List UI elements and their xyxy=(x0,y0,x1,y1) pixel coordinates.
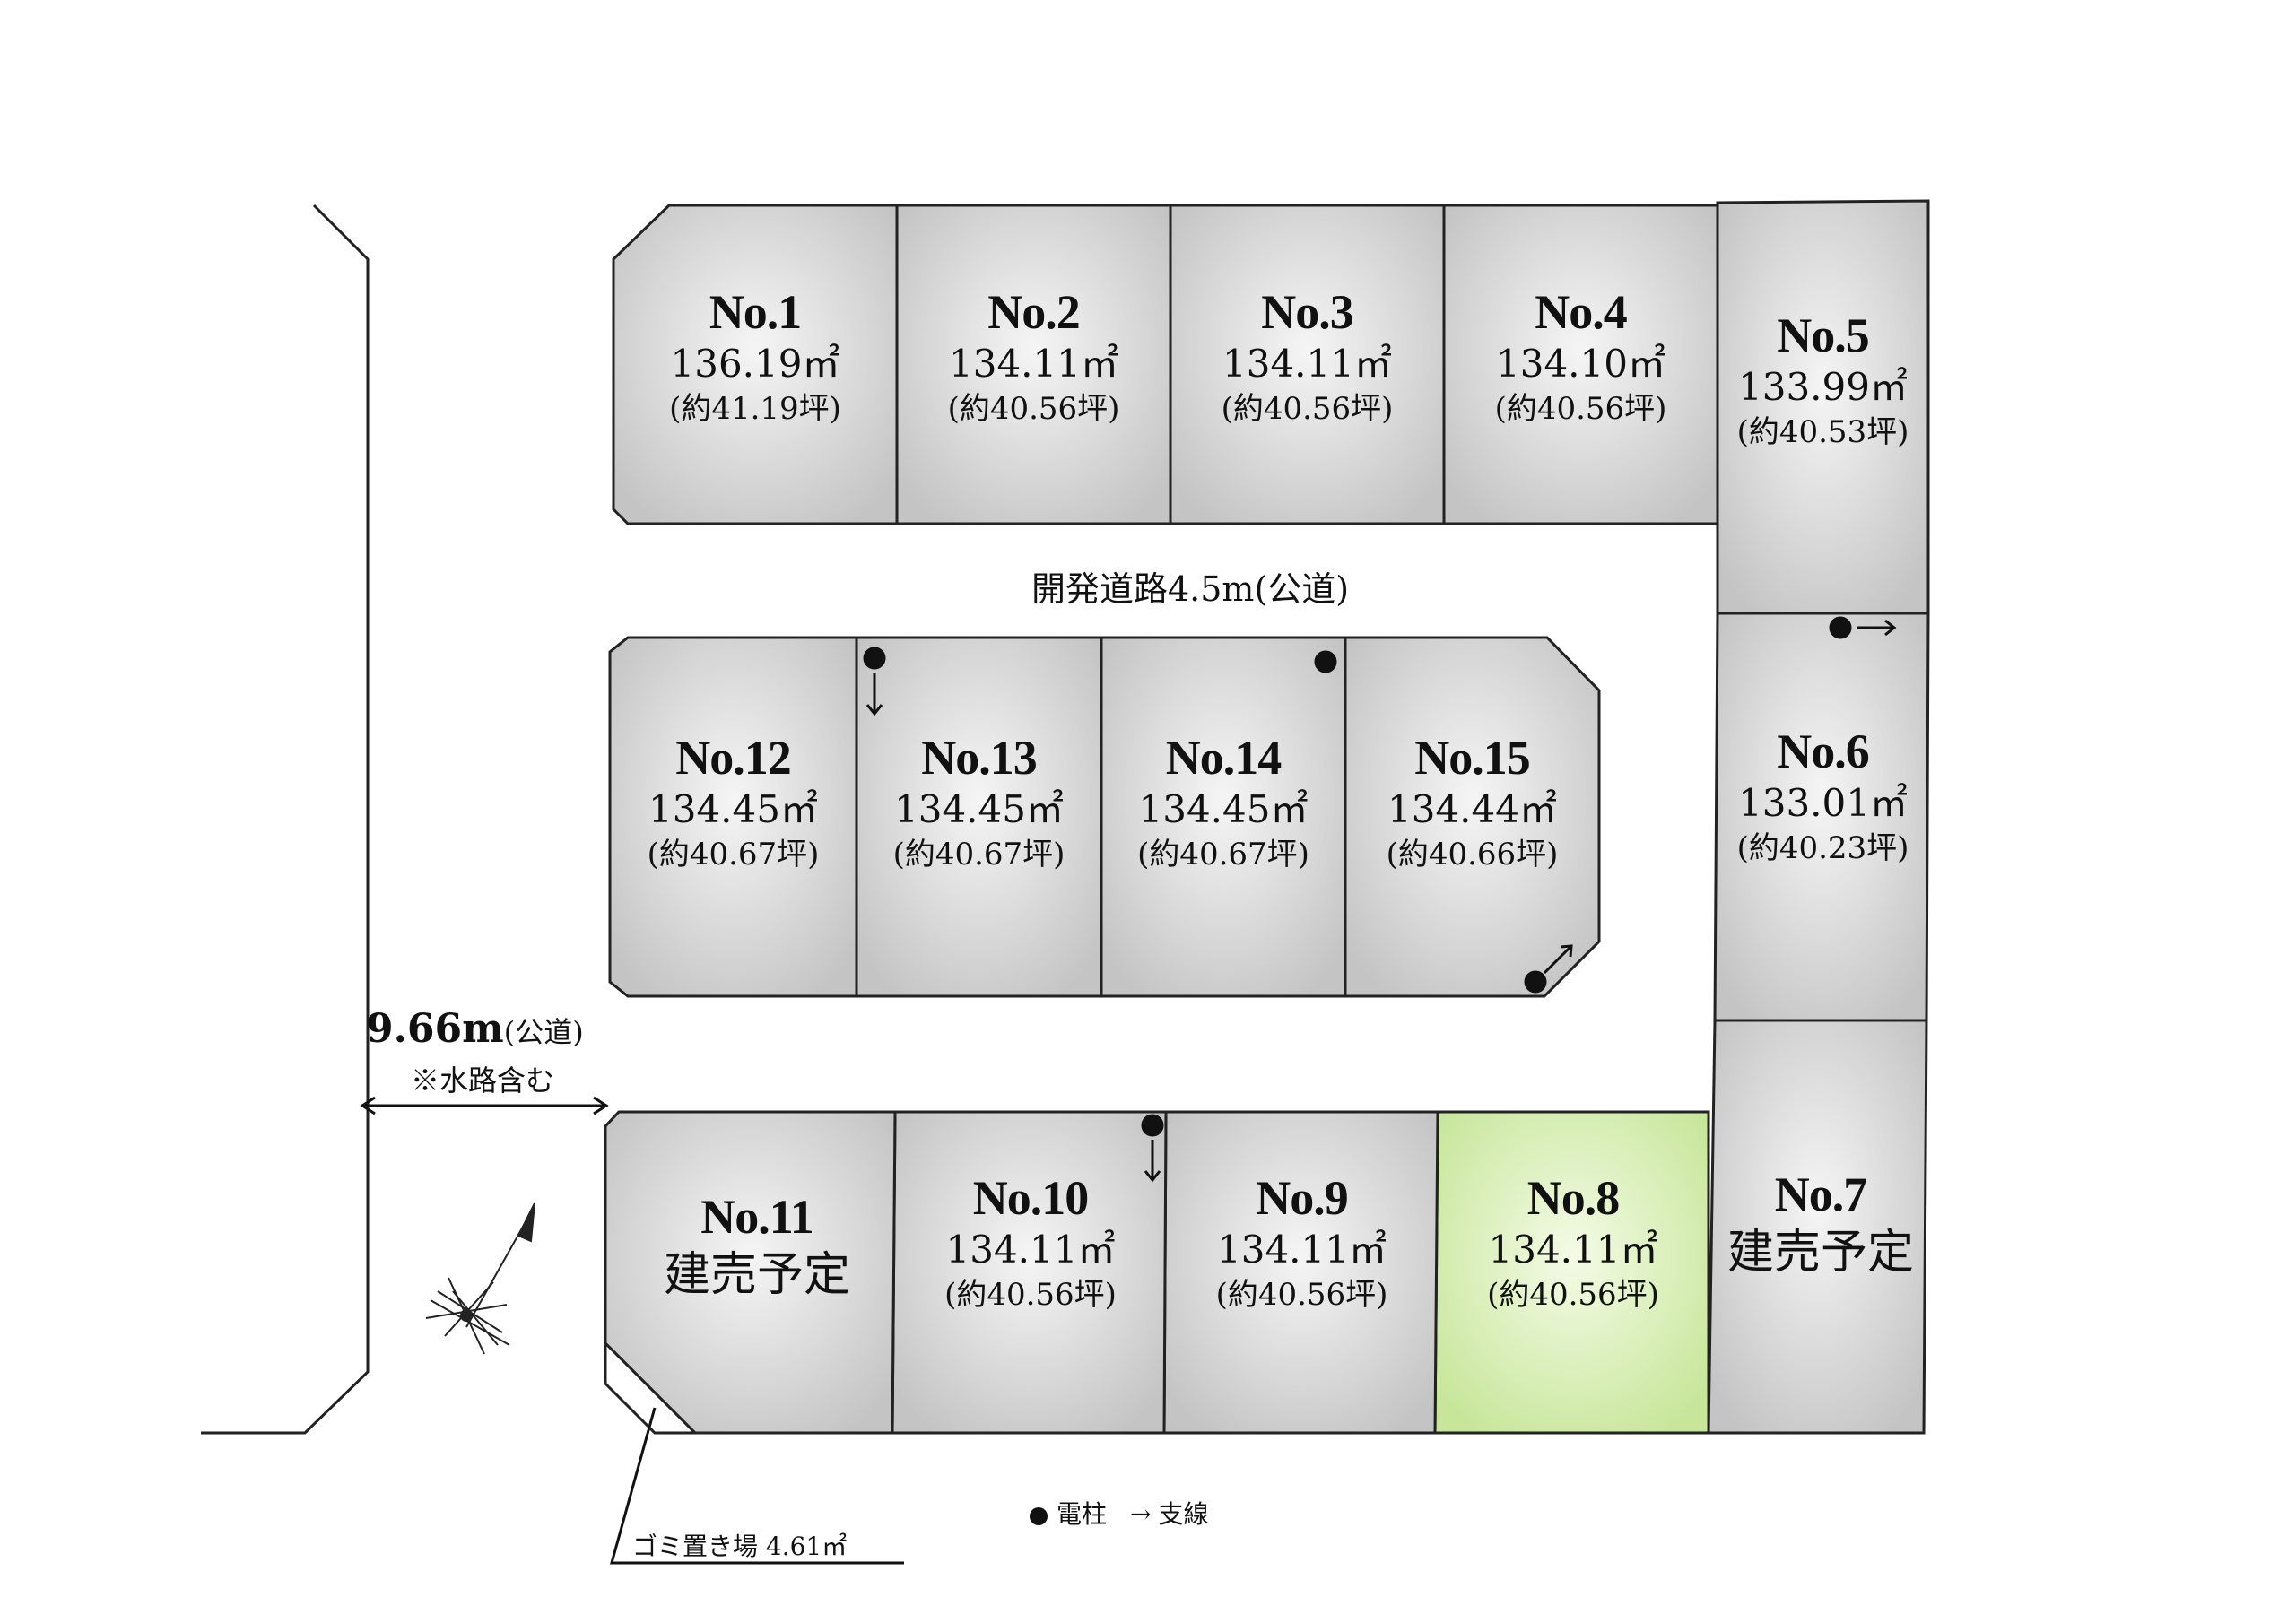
lot-number: No.3 xyxy=(1261,285,1354,339)
lot-status: 建売予定 xyxy=(1726,1226,1914,1280)
pole-lot-6 xyxy=(1829,616,1852,639)
lot-area: 134.44㎡ xyxy=(1387,787,1557,831)
lot-number: No.10 xyxy=(972,1171,1090,1225)
legend: 電柱 →支線 xyxy=(1030,1495,1209,1531)
lot-1-label: No.1 136.19㎡ (約41.19坪) xyxy=(613,283,897,430)
lot-12-label: No.12 134.45㎡ (約40.67坪) xyxy=(610,729,857,876)
lot-number: No.15 xyxy=(1414,731,1531,785)
lot-3-label: No.3 134.11㎡ (約40.56坪) xyxy=(1170,283,1444,430)
lot-5-label: No.5 133.99㎡ (約40.53坪) xyxy=(1718,307,1928,454)
lot-tsubo: (約40.56坪) xyxy=(947,391,1120,427)
site-boundary-line xyxy=(201,204,370,1435)
compass-icon xyxy=(425,1202,535,1355)
pole-lot-13 xyxy=(863,647,886,670)
lot-tsubo: (約40.56坪) xyxy=(1487,1277,1659,1313)
lot-area: 133.99㎡ xyxy=(1738,365,1908,409)
lot-number: No.14 xyxy=(1165,731,1283,785)
lot-tsubo: (約40.53坪) xyxy=(1736,414,1909,450)
lot-area: 134.11㎡ xyxy=(945,1228,1116,1271)
stay-wire-icon: → xyxy=(1130,1499,1152,1529)
lot-number: No.6 xyxy=(1777,725,1870,778)
garbage-leader-line xyxy=(610,1407,904,1565)
lot-tsubo: (約40.56坪) xyxy=(944,1277,1117,1313)
lot-number: No.5 xyxy=(1777,308,1870,362)
lot-14-label: No.14 134.45㎡ (約40.67坪) xyxy=(1101,729,1345,876)
stay-wire-lot-15 xyxy=(1543,944,1573,975)
public-road-type: (公道) xyxy=(503,1015,584,1049)
lot-2-label: No.2 134.11㎡ (約40.56坪) xyxy=(897,283,1170,430)
lot-number: No.9 xyxy=(1256,1171,1349,1225)
lot-8-label: No.8 134.11㎡ (約40.56坪) xyxy=(1438,1169,1709,1316)
lot-4-label: No.4 134.10㎡ (約40.56坪) xyxy=(1444,283,1718,430)
public-road-note: ※水路含む xyxy=(411,1063,555,1098)
lot-number: No.2 xyxy=(987,285,1081,339)
lot-tsubo: (約40.56坪) xyxy=(1215,1277,1388,1313)
lot-tsubo: (約41.19坪) xyxy=(669,391,841,427)
public-road-width-label: 9.66m(公道) xyxy=(366,1006,584,1052)
lot-tsubo: (約40.67坪) xyxy=(647,837,820,872)
lot-area: 136.19㎡ xyxy=(670,342,840,386)
lot-area: 134.11㎡ xyxy=(1217,1228,1387,1271)
lot-area: 133.01㎡ xyxy=(1738,781,1908,825)
pole-lot-14 xyxy=(1314,650,1337,673)
lot-area: 134.45㎡ xyxy=(648,787,818,831)
lot-number: No.11 xyxy=(700,1190,814,1244)
lot-number: No.4 xyxy=(1535,285,1628,339)
lot-area: 134.45㎡ xyxy=(894,787,1064,831)
lot-number: No.1 xyxy=(709,285,803,339)
lot-13-label: No.13 134.45㎡ (約40.67坪) xyxy=(857,729,1101,876)
lot-status: 建売予定 xyxy=(663,1248,850,1302)
lot-7-label: No.7 建売予定 xyxy=(1715,1166,1926,1282)
public-road-width: 9.66m xyxy=(366,1006,504,1052)
lot-area: 134.11㎡ xyxy=(1222,342,1392,386)
lot-number: No.13 xyxy=(921,731,1038,785)
lot-15-shape[interactable] xyxy=(1344,636,1601,998)
lot-number: No.8 xyxy=(1526,1171,1621,1225)
lot-area: 134.10㎡ xyxy=(1496,342,1665,386)
lot-tsubo: (約40.66坪) xyxy=(1386,837,1559,872)
lot-tsubo: (約40.67坪) xyxy=(892,837,1065,872)
legend-pole-label: 電柱 xyxy=(1057,1499,1108,1529)
lot-tsubo: (約40.56坪) xyxy=(1221,391,1394,427)
lot-9-label: No.9 134.11㎡ (約40.56坪) xyxy=(1166,1169,1438,1316)
utility-pole-icon xyxy=(1030,1506,1048,1525)
lot-tsubo: (約40.56坪) xyxy=(1494,391,1667,427)
pole-lot-15 xyxy=(1524,970,1547,994)
lot-tsubo: (約40.23坪) xyxy=(1736,830,1909,866)
development-road-label: 開発道路4.5m(公道) xyxy=(1031,569,1350,609)
lot-6-label: No.6 133.01㎡ (約40.23坪) xyxy=(1718,723,1928,870)
utility-poles xyxy=(863,616,1897,1183)
lot-7-shape[interactable] xyxy=(1707,1019,1928,1435)
lot-11-label: No.11 建売予定 xyxy=(619,1188,895,1305)
pole-lot-10 xyxy=(1141,1114,1164,1137)
lot-number: No.12 xyxy=(675,731,792,785)
lot-tsubo: (約40.67坪) xyxy=(1137,837,1309,872)
lot-area: 134.45㎡ xyxy=(1138,787,1309,831)
road-width-dimension xyxy=(360,1096,609,1115)
lot-15-label: No.15 134.44㎡ (約40.66坪) xyxy=(1345,729,1599,876)
lot-10-label: No.10 134.11㎡ (約40.56坪) xyxy=(895,1169,1166,1316)
garbage-area-shape xyxy=(604,1340,699,1435)
lot-number: No.7 xyxy=(1774,1167,1868,1221)
lot-area: 134.11㎡ xyxy=(1488,1228,1658,1271)
legend-stay-label: 支線 xyxy=(1158,1499,1209,1529)
garbage-area-label: ゴミ置き場 4.61㎡ xyxy=(632,1532,848,1561)
lot-area: 134.11㎡ xyxy=(949,342,1118,386)
